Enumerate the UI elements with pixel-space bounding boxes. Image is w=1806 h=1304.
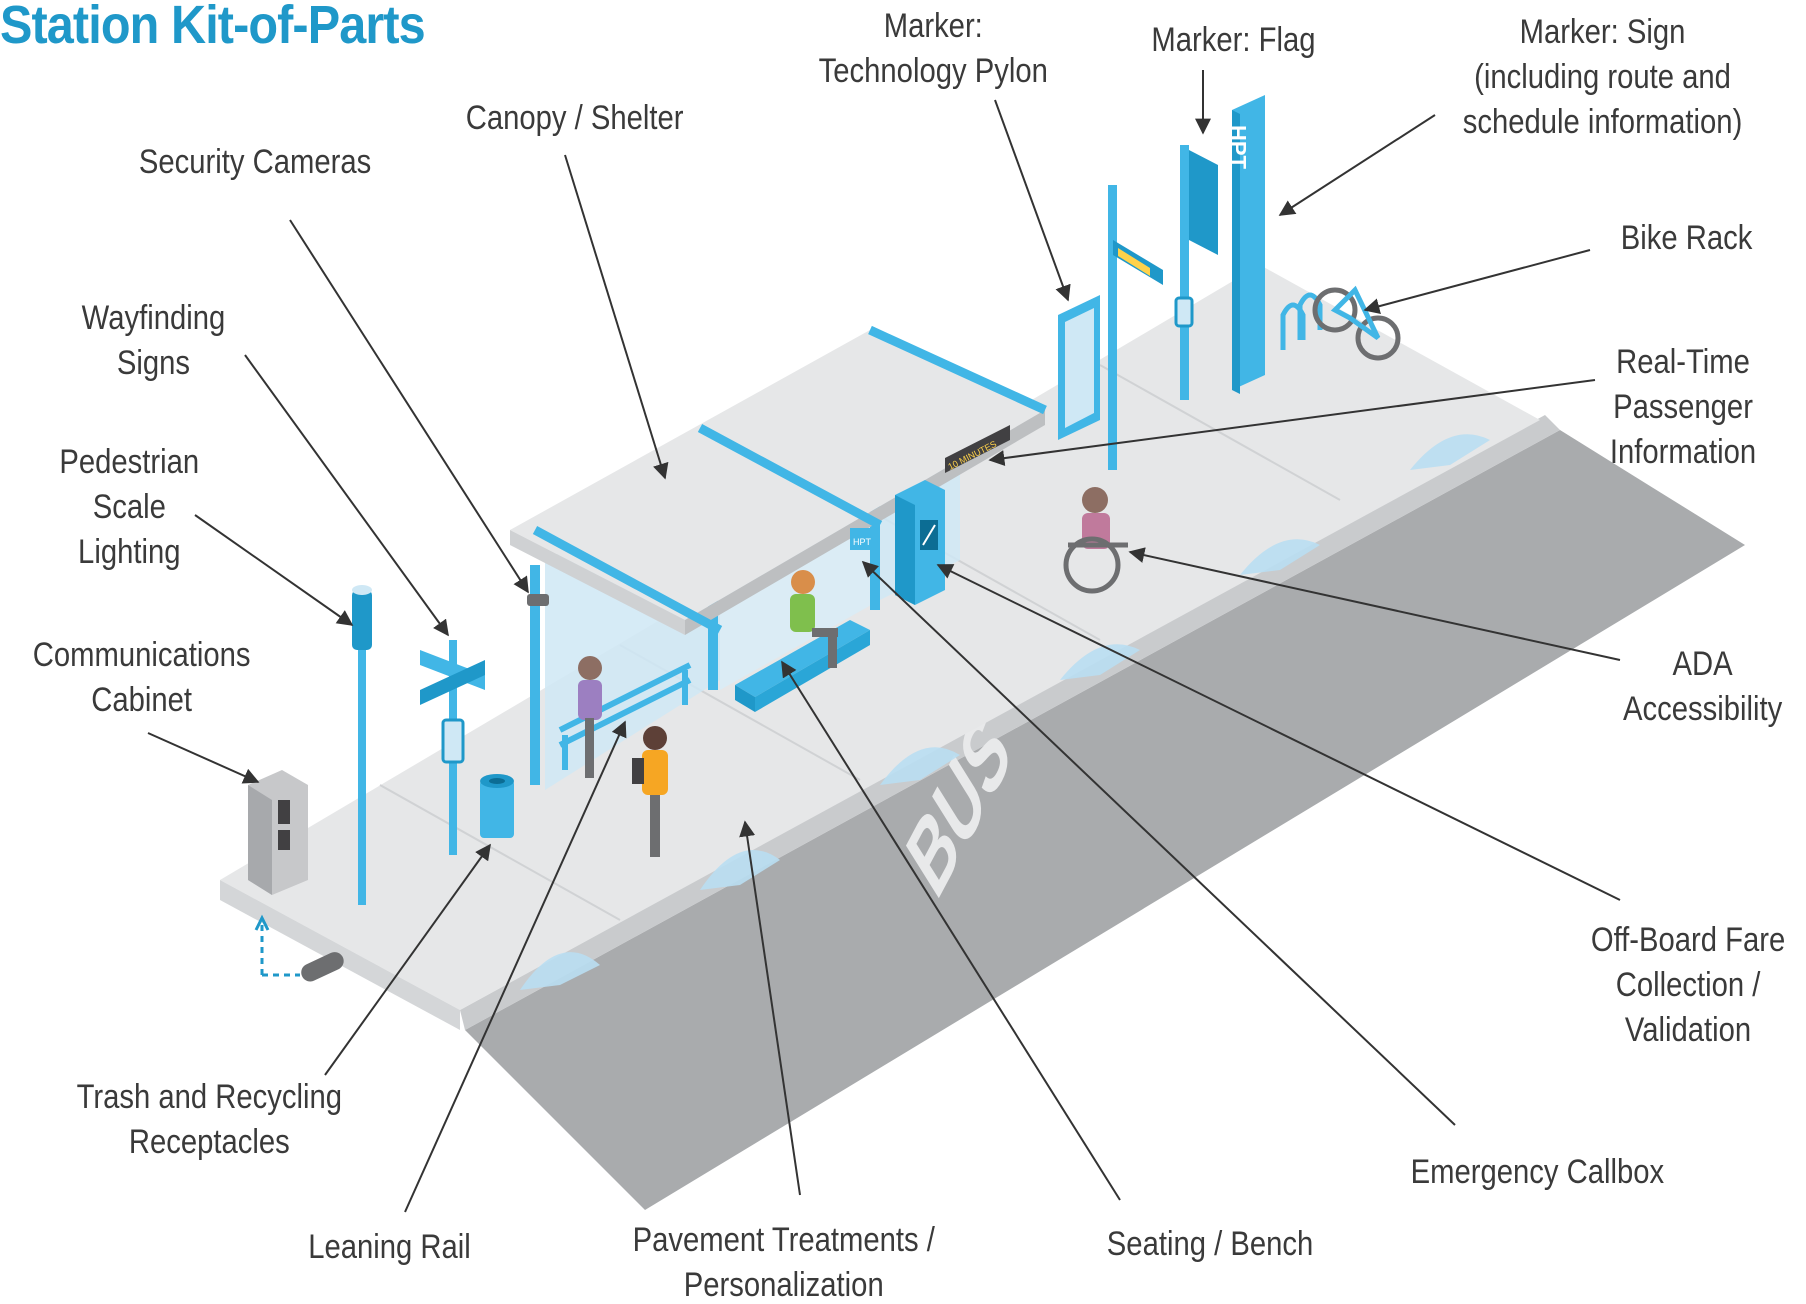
trash-receptacle-graphic: [480, 774, 514, 838]
person-wheelchair: [1063, 487, 1128, 594]
label-marker-pylon: Marker:Technology Pylon: [818, 7, 1048, 90]
label-pavement-treatments: Pavement Treatments /Personalization: [632, 1221, 935, 1304]
person-sitting: [790, 570, 838, 668]
fare-kiosk-graphic: [895, 480, 945, 605]
svg-text:HPT: HPT: [853, 537, 872, 547]
label-seating-bench: Seating / Bench: [1106, 1225, 1314, 1263]
sidewalk-joints: [379, 364, 1341, 921]
diagram-title: Station Kit-of-Parts: [0, 0, 426, 55]
label-bike-rack: Bike Rack: [1620, 219, 1753, 257]
label-marker-flag: Marker: Flag: [1151, 21, 1316, 59]
label-emergency-callbox: Emergency Callbox: [1410, 1153, 1665, 1191]
label-security-cameras: Security Cameras: [138, 143, 372, 181]
pavement-treatment: [520, 434, 1490, 990]
hpt-sign-graphic: HPT: [1226, 95, 1265, 394]
communications-cabinet-graphic: [248, 770, 308, 895]
bus-lane: [465, 430, 1745, 1210]
wayfinding-sign-graphic: [420, 640, 485, 855]
platform: [220, 265, 1540, 1010]
leader-lines: [147, 70, 1621, 1213]
label-canopy-shelter: Canopy / Shelter: [465, 99, 684, 137]
bike-rack-graphic: [1280, 285, 1401, 361]
security-camera-graphic: [527, 594, 549, 606]
utility-conduit: [254, 914, 344, 982]
person-leaning: [578, 656, 602, 778]
pedestrian-light-graphic: [352, 585, 372, 905]
flag-marker-graphic: [1108, 145, 1218, 470]
svg-text:HPT: HPT: [1226, 125, 1251, 170]
person-standing: [632, 726, 668, 857]
label-leaning-rail: Leaning Rail: [308, 1228, 471, 1266]
technology-pylon-graphic: [1058, 295, 1100, 440]
callbox-graphic: HPT: [850, 528, 872, 550]
